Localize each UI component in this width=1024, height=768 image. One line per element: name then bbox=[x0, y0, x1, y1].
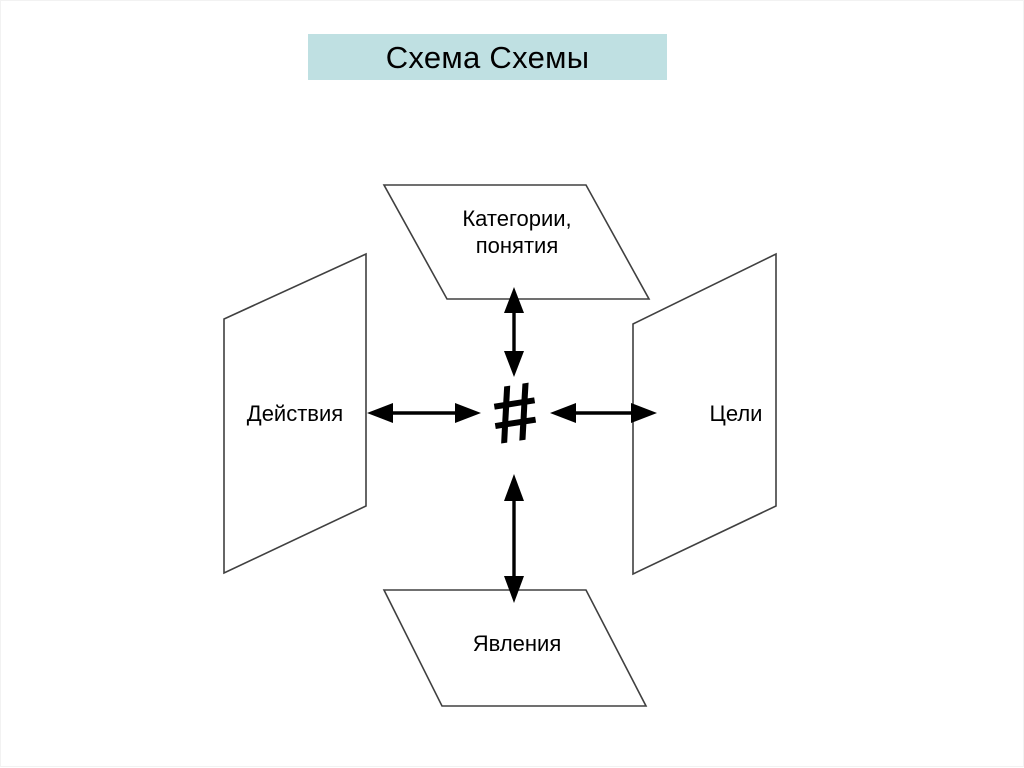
connector-center-right bbox=[550, 403, 657, 423]
node-shape-top[interactable] bbox=[382, 184, 651, 300]
connector-center-top bbox=[504, 287, 524, 377]
slide-title-band: Схема Схемы bbox=[308, 34, 667, 80]
page-title: Схема Схемы bbox=[385, 39, 590, 75]
node-shape-left[interactable] bbox=[223, 252, 367, 575]
connector-center-left bbox=[367, 403, 481, 423]
node-shape-bottom[interactable] bbox=[382, 589, 648, 707]
connector-center-bottom bbox=[504, 474, 524, 603]
node-shape-right[interactable] bbox=[632, 252, 777, 576]
hash-grid-icon: # bbox=[485, 365, 545, 463]
